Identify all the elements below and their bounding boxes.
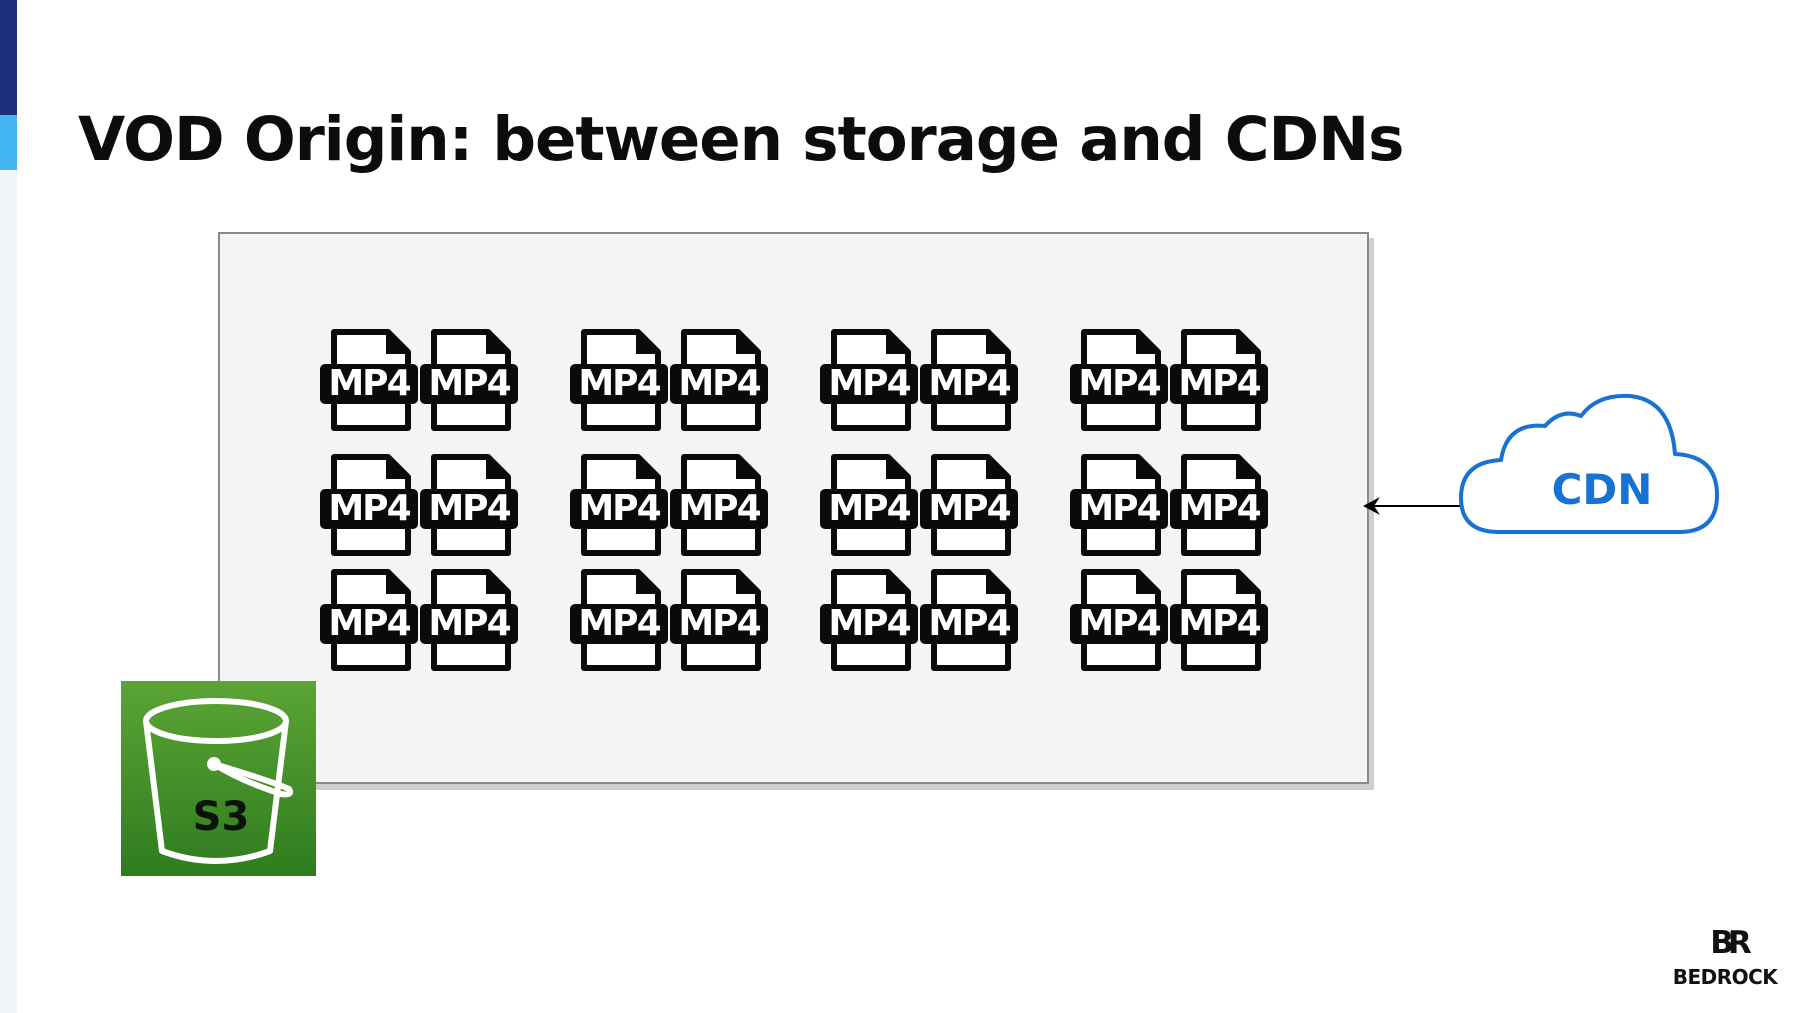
mp4-file-label: MP4 — [820, 489, 918, 529]
mp4-file-icon: MP4 — [570, 569, 668, 674]
mp4-file-label: MP4 — [1170, 489, 1268, 529]
mp4-file-icon: MP4 — [320, 454, 418, 559]
cdn-label: CDN — [1551, 465, 1653, 514]
mp4-file-label: MP4 — [420, 489, 518, 529]
mp4-file-label: MP4 — [920, 604, 1018, 644]
mp4-file-label: MP4 — [820, 364, 918, 404]
accent-bar-light — [0, 115, 17, 170]
mp4-file-label: MP4 — [820, 604, 918, 644]
mp4-file-label: MP4 — [670, 364, 768, 404]
mp4-file-label: MP4 — [1070, 489, 1168, 529]
mp4-file-icon: MP4 — [420, 329, 518, 434]
mp4-file-label: MP4 — [1170, 364, 1268, 404]
accent-bar-dark — [0, 0, 17, 115]
mp4-file-icon: MP4 — [1170, 454, 1268, 559]
mp4-file-label: MP4 — [420, 604, 518, 644]
mp4-file-icon: MP4 — [1070, 454, 1168, 559]
mp4-file-icon: MP4 — [320, 569, 418, 674]
left-edge-strip — [0, 0, 17, 1013]
mp4-file-label: MP4 — [570, 604, 668, 644]
mp4-file-label: MP4 — [1070, 604, 1168, 644]
mp4-file-label: MP4 — [320, 364, 418, 404]
mp4-file-label: MP4 — [570, 364, 668, 404]
mp4-file-label: MP4 — [670, 489, 768, 529]
brand-mark: BR — [1710, 925, 1752, 961]
mp4-file-icon: MP4 — [820, 329, 918, 434]
mp4-file-label: MP4 — [320, 489, 418, 529]
cloud-icon — [1459, 393, 1719, 534]
mp4-file-label: MP4 — [570, 489, 668, 529]
mp4-file-icon: MP4 — [920, 329, 1018, 434]
mp4-file-label: MP4 — [320, 604, 418, 644]
mp4-file-icon: MP4 — [420, 569, 518, 674]
mp4-file-icon: MP4 — [1070, 329, 1168, 434]
mp4-file-icon: MP4 — [420, 454, 518, 559]
mp4-file-icon: MP4 — [570, 329, 668, 434]
mp4-file-label: MP4 — [920, 364, 1018, 404]
bucket-icon — [143, 698, 293, 864]
mp4-file-icon: MP4 — [670, 329, 768, 434]
mp4-file-icon: MP4 — [920, 454, 1018, 559]
mp4-file-icon: MP4 — [1070, 569, 1168, 674]
slide-title: VOD Origin: between storage and CDNs — [78, 104, 1404, 175]
mp4-file-icon: MP4 — [670, 569, 768, 674]
mp4-file-icon: MP4 — [670, 454, 768, 559]
s3-label: S3 — [192, 794, 250, 840]
brand-name: BEDROCK — [1672, 965, 1778, 989]
mp4-file-icon: MP4 — [1170, 569, 1268, 674]
mp4-file-label: MP4 — [420, 364, 518, 404]
mp4-file-label: MP4 — [1070, 364, 1168, 404]
mp4-file-icon: MP4 — [920, 569, 1018, 674]
cdn-cloud: CDN — [1457, 390, 1722, 540]
mp4-file-icon: MP4 — [820, 454, 918, 559]
mp4-file-label: MP4 — [1170, 604, 1268, 644]
mp4-file-label: MP4 — [670, 604, 768, 644]
mp4-file-icon: MP4 — [320, 329, 418, 434]
mp4-file-icon: MP4 — [570, 454, 668, 559]
s3-bucket-tile: S3 — [121, 681, 316, 876]
mp4-file-label: MP4 — [920, 489, 1018, 529]
bedrock-logo: BR BEDROCK — [1665, 925, 1785, 995]
mp4-file-icon: MP4 — [820, 569, 918, 674]
mp4-file-icon: MP4 — [1170, 329, 1268, 434]
